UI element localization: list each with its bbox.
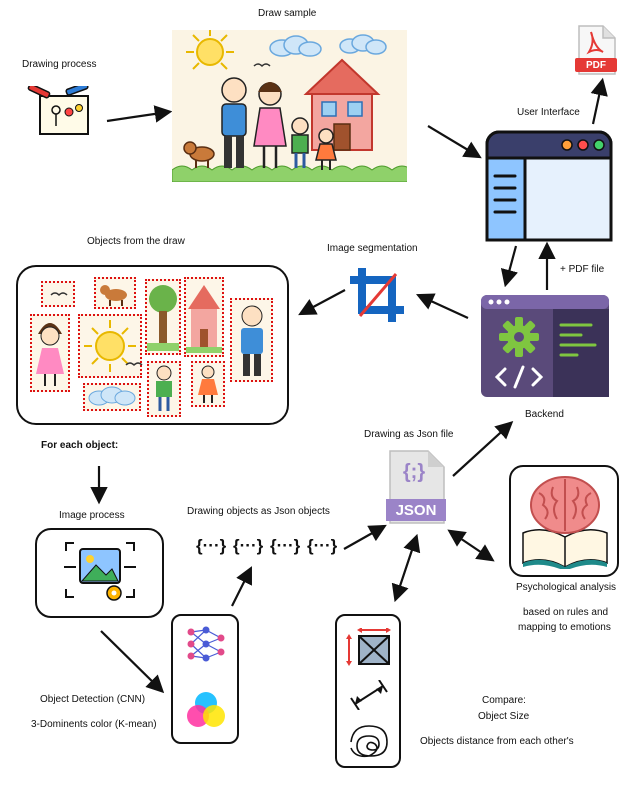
object-bird (41, 281, 75, 307)
image-process-icon (62, 539, 138, 612)
resize-icon (345, 627, 391, 673)
brain-book-icon (519, 473, 611, 574)
json-file-icon: {;} JSON (386, 449, 446, 530)
arrow-json-compare (391, 533, 421, 603)
neural-network-icon (186, 626, 226, 667)
object-dog (94, 277, 136, 309)
drawing-as-json-label: Drawing as Json file (364, 429, 454, 440)
window-icon (485, 130, 613, 247)
compare-label: Compare: (482, 695, 526, 706)
detection-panel (171, 614, 239, 744)
drawing-objects-json-label: Drawing objects as Json objects (187, 506, 330, 517)
compare-panel (335, 614, 401, 768)
arrow-jsonobjects-to-json (343, 524, 387, 550)
object-dad (230, 298, 273, 382)
object-size-label: Object Size (478, 711, 530, 722)
crop-icon (350, 268, 404, 327)
backend-label: Backend (525, 409, 564, 420)
json-object-4: {···} (307, 536, 338, 555)
arrow-json-to-backend (452, 421, 514, 477)
object-cloud (83, 383, 141, 411)
dominant-color-label: 3-Dominents color (K-mean) (31, 719, 157, 730)
distance-icon (349, 679, 389, 715)
object-sun (78, 314, 142, 378)
draw-sample-image (171, 30, 413, 187)
arrow-sample-to-ui (427, 125, 482, 159)
object-detection-label: Object Detection (CNN) (40, 694, 146, 705)
object-house (184, 277, 224, 357)
object-mom (30, 314, 70, 392)
psych-analysis-label: Psychological analysis (516, 582, 617, 593)
object-boy (147, 361, 181, 417)
color-mix-icon (185, 690, 227, 735)
pdf-badge-text: PDF (586, 60, 606, 71)
psych-analysis-panel (509, 465, 619, 577)
drawing-board-icon (24, 82, 94, 149)
image-segmentation-label: Image segmentation (327, 243, 418, 254)
object-girl (191, 361, 225, 407)
scribble-icon (347, 722, 391, 763)
arrow-ui-to-pdf (590, 77, 608, 125)
pdf-file-icon: PDF (573, 24, 619, 81)
object-tree (145, 279, 181, 355)
plus-pdf-label: + PDF file (560, 264, 605, 275)
json-object-2: {···} (233, 536, 264, 555)
objects-from-draw-label: Objects from the draw (87, 236, 185, 247)
draw-sample-label: Draw sample (258, 8, 317, 19)
arrow-ui-to-backend (500, 245, 518, 288)
user-interface-label: User Interface (517, 107, 580, 118)
arrow-process-to-sample (106, 105, 173, 123)
objects-distance-label: Objects distance from each other's (420, 736, 574, 747)
image-process-panel (35, 528, 164, 618)
backend-gear-code-icon (481, 295, 609, 402)
arrow-backend-to-crop (416, 293, 469, 319)
image-process-label: Image process (59, 510, 125, 521)
drawing-process-label: Drawing process (22, 59, 97, 70)
json-glyph: {;} (402, 461, 426, 483)
psych-rules-label-2: mapping to emotions (518, 622, 611, 633)
arrow-json-psych (447, 529, 495, 562)
arrow-crop-to-objects (298, 289, 346, 316)
objects-from-draw-panel (16, 265, 289, 425)
json-object-3: {···} (270, 536, 301, 555)
for-each-object-label: For each object: (41, 440, 119, 451)
arrow-detection-to-jsonobjects (231, 566, 252, 607)
arrow-process-to-detection (100, 630, 165, 694)
json-badge-text: JSON (395, 502, 437, 519)
json-object-1: {···} (196, 536, 227, 555)
psych-rules-label-1: based on rules and (523, 607, 609, 618)
